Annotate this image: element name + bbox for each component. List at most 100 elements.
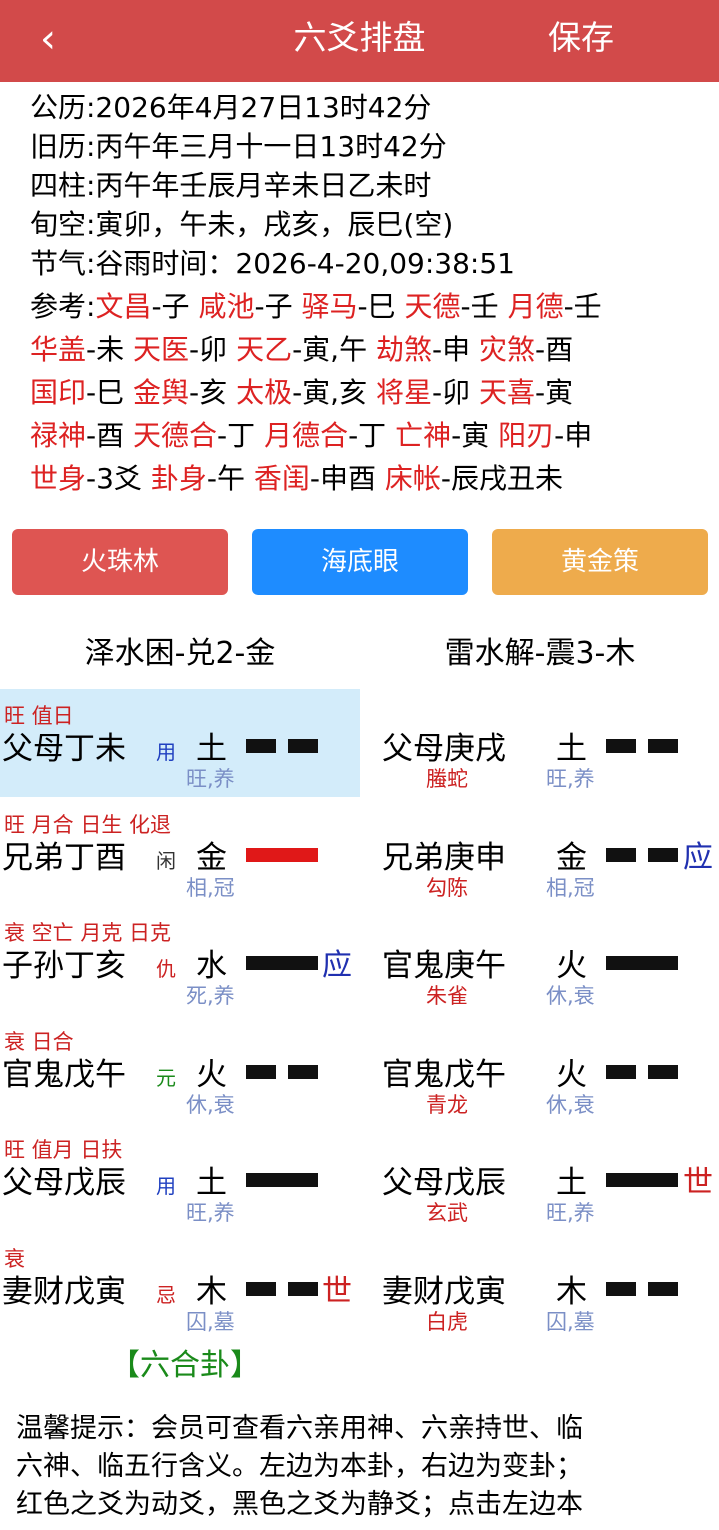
ben-liuqin-name[interactable]: 官鬼戊午 xyxy=(2,1056,126,1093)
bian-wuxing: 土 xyxy=(556,1165,587,1201)
yin-line xyxy=(606,847,678,862)
reference-line: 参考:文昌-子 咸池-子 驿马-巳 天德-壬 月德-壬 xyxy=(30,285,719,328)
bian-liuqin-name[interactable]: 兄弟庚申 xyxy=(382,839,506,876)
line-segment xyxy=(606,956,678,970)
line-segment xyxy=(606,1173,678,1187)
reference-shensha-name: 月德 xyxy=(507,290,564,323)
reference-shensha-name: 世身 xyxy=(30,462,87,495)
ben-liuqin-name[interactable]: 子孙丁亥 xyxy=(2,948,126,984)
reference-shensha-value: -壬 xyxy=(460,290,508,323)
shi-mark: 世 xyxy=(683,1165,713,1200)
ben-wuxing: 金 xyxy=(196,839,227,876)
reference-shensha-name: 床帐 xyxy=(384,462,441,495)
reference-shensha-value: -子 xyxy=(151,290,199,323)
reference-shensha-value: -酉 xyxy=(535,333,574,366)
bian-wangshuai: 囚,墓 xyxy=(546,1309,595,1334)
line-segment xyxy=(288,1281,318,1296)
liushen-god: 玄武 xyxy=(426,1201,468,1225)
bian-liuqin-name[interactable]: 官鬼庚午 xyxy=(382,948,506,984)
yao-status-tags: 衰 xyxy=(4,1246,25,1271)
yin-line xyxy=(606,739,678,753)
ying-mark: 应 xyxy=(322,948,352,983)
bian-wuxing: 火 xyxy=(556,948,587,984)
reference-shensha-name: 国印 xyxy=(30,376,87,409)
haidiyan-button[interactable]: 海底眼 xyxy=(252,529,468,595)
bian-wangshuai: 相,冠 xyxy=(546,875,595,900)
reference-shensha-name: 天医 xyxy=(133,333,190,366)
reference-shensha-name: 驿马 xyxy=(301,290,358,323)
yongshen-role: 仇 xyxy=(156,957,176,981)
page-title: 六爻排盘 xyxy=(293,18,426,57)
line-segment xyxy=(648,1281,678,1296)
ben-liuqin-name[interactable]: 父母丁未 xyxy=(2,731,126,767)
yao-row[interactable]: 旺 月合 日生 化退兄弟丁酉闲金相,冠兄弟庚申勾陈金相,冠应 xyxy=(0,798,719,906)
yao-row[interactable]: 旺 值日父母丁未用土旺,养父母庚戌螣蛇土旺,养 xyxy=(0,689,719,797)
bian-liuqin-name[interactable]: 父母戊辰 xyxy=(382,1165,506,1201)
line-segment xyxy=(648,847,678,862)
reference-shensha-name: 亡神 xyxy=(395,419,452,452)
yin-line xyxy=(246,739,318,753)
ben-wangshuai: 旺,养 xyxy=(186,767,235,791)
jieqi-line: 节气:谷雨时间：2026-4-20,09:38:51 xyxy=(30,247,515,280)
reference-shensha-name: 禄神 xyxy=(30,419,87,452)
line-segment xyxy=(606,847,636,862)
back-arrow-icon[interactable]: ‹ xyxy=(40,16,56,62)
line-segment xyxy=(648,739,678,753)
reference-shensha-value: -辰戌丑未 xyxy=(440,462,564,495)
reference-shensha-value: -丁 xyxy=(348,419,396,452)
reference-shensha-name: 华盖 xyxy=(30,333,87,366)
reference-shensha-value: -寅 xyxy=(535,376,574,409)
ben-liuqin-name[interactable]: 妻财戊寅 xyxy=(2,1273,126,1310)
reference-shensha-value: -申 xyxy=(554,419,593,452)
ben-liuqin-name[interactable]: 兄弟丁酉 xyxy=(2,839,126,876)
line-segment xyxy=(246,1064,276,1079)
reference-shensha-value: -丁 xyxy=(217,419,265,452)
huozhulin-button[interactable]: 火珠林 xyxy=(12,529,228,595)
huangjince-button[interactable]: 黄金策 xyxy=(492,529,708,595)
reference-shensha-value: -3爻 xyxy=(86,462,151,495)
save-button[interactable]: 保存 xyxy=(548,18,614,57)
yao-row[interactable]: 衰妻财戊寅忌木囚,墓世妻财戊寅白虎木囚,墓 xyxy=(0,1232,719,1340)
yang-line xyxy=(246,847,318,862)
ying-mark: 应 xyxy=(683,839,713,875)
ben-liuqin-name[interactable]: 父母戊辰 xyxy=(2,1165,126,1201)
yao-row[interactable]: 衰 日合官鬼戊午元火休,衰官鬼戊午青龙火休,衰 xyxy=(0,1015,719,1123)
yao-status-tags: 旺 值日 xyxy=(4,704,74,728)
reference-line: 世身-3爻 卦身-午 香闺-申酉 床帐-辰戌丑未 xyxy=(30,457,719,500)
yao-status-tags: 旺 月合 日生 化退 xyxy=(4,812,172,837)
bian-liuqin-name[interactable]: 父母庚戌 xyxy=(382,731,506,767)
yao-status-tags: 衰 日合 xyxy=(4,1029,74,1054)
reference-shensha-value: -卯 xyxy=(189,333,237,366)
yao-row[interactable]: 衰 空亡 月克 日克子孙丁亥仇水死,养应官鬼庚午朱雀火休,衰 xyxy=(0,906,719,1014)
liuhe-label: 【六合卦】 xyxy=(110,1348,260,1383)
reference-shensha-name: 文昌 xyxy=(95,290,152,323)
reference-shensha-name: 咸池 xyxy=(198,290,255,323)
line-segment xyxy=(246,1173,318,1187)
yao-row[interactable]: 旺 值月 日扶父母戊辰用土旺,养父母戊辰玄武土旺,养世 xyxy=(0,1123,719,1231)
reference-shensha-value: -申酉 xyxy=(309,462,385,495)
ben-wuxing: 火 xyxy=(196,1056,227,1093)
ben-wuxing: 土 xyxy=(196,731,227,767)
reference-shensha-value: -巳 xyxy=(357,290,405,323)
ben-wuxing: 土 xyxy=(196,1165,227,1201)
ben-wuxing: 木 xyxy=(196,1273,227,1310)
yongshen-role: 闲 xyxy=(156,848,176,873)
bian-wangshuai: 旺,养 xyxy=(546,767,595,791)
yongshen-role: 用 xyxy=(156,740,176,764)
yang-line xyxy=(606,1173,678,1187)
bian-hexagram-title: 雷水解-震3-木 xyxy=(444,636,636,671)
bian-liuqin-name[interactable]: 官鬼戊午 xyxy=(382,1056,506,1093)
line-segment xyxy=(288,739,318,753)
reference-shensha-value: -亥 xyxy=(189,376,237,409)
line-segment xyxy=(246,847,318,862)
ben-wangshuai: 囚,墓 xyxy=(186,1309,235,1334)
reference-shensha-name: 阳刃 xyxy=(498,419,555,452)
bian-liuqin-name[interactable]: 妻财戊寅 xyxy=(382,1273,506,1310)
reference-shensha-name: 香闺 xyxy=(253,462,310,495)
bian-wangshuai: 休,衰 xyxy=(546,1092,595,1117)
line-segment xyxy=(246,1281,276,1296)
line-segment xyxy=(288,1064,318,1079)
line-segment xyxy=(606,1281,636,1296)
reference-shensha-value: -酉 xyxy=(86,419,134,452)
bian-wuxing: 土 xyxy=(556,731,587,767)
